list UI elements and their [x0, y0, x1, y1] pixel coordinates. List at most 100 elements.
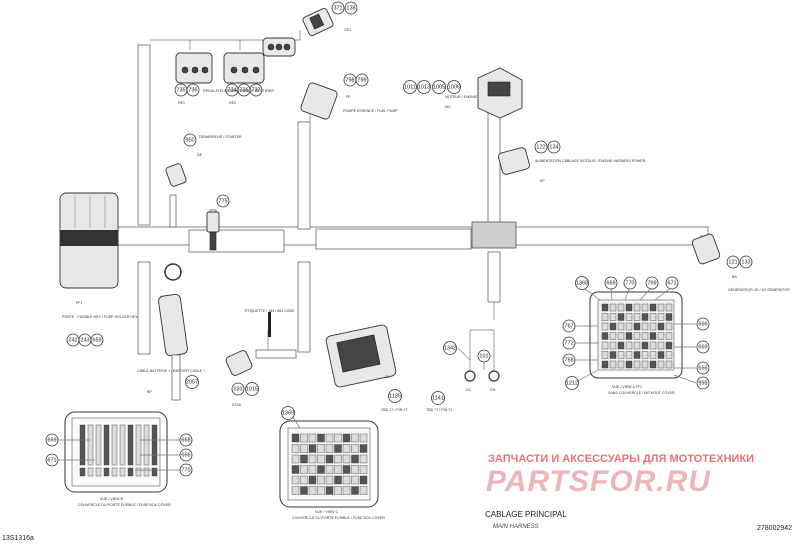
fuse-slot — [657, 313, 665, 321]
re2-pin — [252, 66, 260, 74]
label-cd1: CD1 — [344, 28, 351, 32]
fuse-slot — [119, 467, 126, 477]
fuse-slot — [617, 322, 625, 331]
ref-right: 278002942 — [757, 525, 792, 532]
view-c-fuse-grid — [291, 433, 368, 495]
fuse-slot — [617, 341, 625, 350]
connector-dta5 — [225, 350, 253, 376]
fuse-slot — [665, 332, 673, 340]
svg-text:734: 734 — [227, 87, 236, 93]
callout-768: 768 — [562, 353, 576, 367]
fuse-slot — [300, 454, 308, 464]
callout-767: 767 — [562, 319, 576, 333]
svg-text:1013: 1013 — [418, 84, 430, 90]
fuse-slot — [79, 424, 86, 466]
leaders-view-a-left — [573, 325, 599, 384]
callout-775: 775 — [216, 194, 230, 208]
fuse-slot — [342, 433, 351, 443]
svg-text:736: 736 — [239, 87, 248, 93]
re1-pin — [191, 66, 199, 74]
callout-671b: 671 — [45, 453, 59, 467]
label-view-c: VUE / VIEW C — [315, 510, 339, 514]
fuse-slot — [87, 424, 94, 466]
callout-770b: 770 — [179, 463, 193, 477]
leaders-view-a-right — [673, 323, 697, 384]
svg-text:950: 950 — [185, 137, 194, 143]
fuse-slot — [625, 313, 633, 321]
branch-c1 — [297, 261, 311, 353]
fuse-slot — [135, 424, 142, 466]
fuse-slot — [601, 332, 609, 340]
branch-left-bottom — [137, 261, 151, 355]
fuse-slot — [633, 360, 641, 369]
svg-text:775: 775 — [218, 198, 227, 204]
label-battery-cable: CÂBLE BATTERIE + / BATTERY CABLE + — [137, 369, 205, 373]
fuse-slot — [135, 467, 142, 477]
fuse-slot — [641, 360, 649, 369]
label-re2: RE2 — [229, 101, 236, 105]
callout-770: 770 — [623, 276, 637, 290]
callout-1013: 1013 — [417, 80, 431, 94]
fuse-slot — [657, 351, 665, 359]
fuse-slot — [617, 313, 625, 321]
fuse-slot — [334, 486, 342, 495]
svg-text:1011: 1011 — [404, 84, 416, 90]
svg-text:659: 659 — [92, 337, 101, 343]
callout-133: 133 — [739, 255, 753, 269]
fuse-slot — [95, 467, 102, 477]
leaders-view-b — [58, 439, 180, 471]
label-rectifier: REDRESSEUR / RECTIFIER — [227, 89, 274, 93]
fuse-slot — [625, 303, 633, 312]
callout-121: 121 — [726, 255, 740, 269]
fuse-slot — [317, 475, 325, 485]
label-tbd-71: TBD 71 / PIN 71 — [426, 408, 452, 412]
svg-text:1369: 1369 — [282, 410, 294, 416]
fuse-slot — [601, 341, 609, 350]
fuse-slot — [617, 351, 625, 359]
fuse-slot — [617, 332, 625, 340]
svg-text:1015: 1015 — [246, 386, 258, 392]
svg-text:770: 770 — [625, 280, 634, 286]
callout-769: 769 — [645, 276, 659, 290]
svg-text:737: 737 — [251, 87, 260, 93]
svg-text:671: 671 — [47, 457, 56, 463]
callout-772: 772 — [562, 336, 576, 350]
label-bp: BP — [147, 390, 152, 394]
fuse-slot — [359, 433, 368, 443]
fuse-holder-band — [60, 230, 118, 246]
svg-text:1135: 1135 — [389, 393, 401, 399]
leaders-view-a-top — [581, 286, 673, 301]
label-engine-harness-power: ALIMENTATION CÂBLAGE MOTEUR / ENGINE HAR… — [535, 159, 646, 163]
trunk-segment-middle — [315, 228, 472, 250]
svg-text:767: 767 — [564, 323, 573, 329]
label-etiquette: ÉTIQUETTE / 184 / 884 CODE — [245, 308, 295, 313]
ref-left: 13S1316a — [2, 535, 34, 542]
fuse-slot — [617, 303, 625, 312]
fuse-slot — [633, 313, 641, 321]
fuse-slot — [609, 341, 617, 350]
fuse-slot — [633, 351, 641, 359]
title-sub: MAIN HARNESS — [493, 524, 539, 530]
fuse-slot — [359, 475, 368, 485]
re1-pin — [201, 66, 209, 74]
view-c-cover — [279, 420, 379, 508]
label-pe: PE — [346, 95, 351, 99]
fuse-slot — [127, 467, 134, 477]
label-engine: MOTEUR / ENGINE — [445, 95, 478, 99]
top-wires — [150, 30, 301, 50]
label-g2: G2 — [466, 388, 471, 392]
fuse-slot — [641, 341, 649, 350]
terminal-775-stem — [209, 231, 217, 251]
svg-text:134: 134 — [549, 144, 558, 150]
svg-text:669: 669 — [47, 437, 56, 443]
fuse-slot — [601, 313, 609, 321]
svg-text:101: 101 — [479, 353, 488, 359]
fuse-slot — [325, 465, 334, 474]
callout-669c: 669 — [45, 433, 59, 447]
ground-ring-g2 — [464, 370, 476, 382]
leader-lines — [58, 286, 697, 471]
fuse-slot — [633, 341, 641, 350]
connector-cd1-face — [309, 13, 325, 30]
fuse-slot — [601, 322, 609, 331]
svg-text:2057: 2057 — [186, 379, 198, 385]
